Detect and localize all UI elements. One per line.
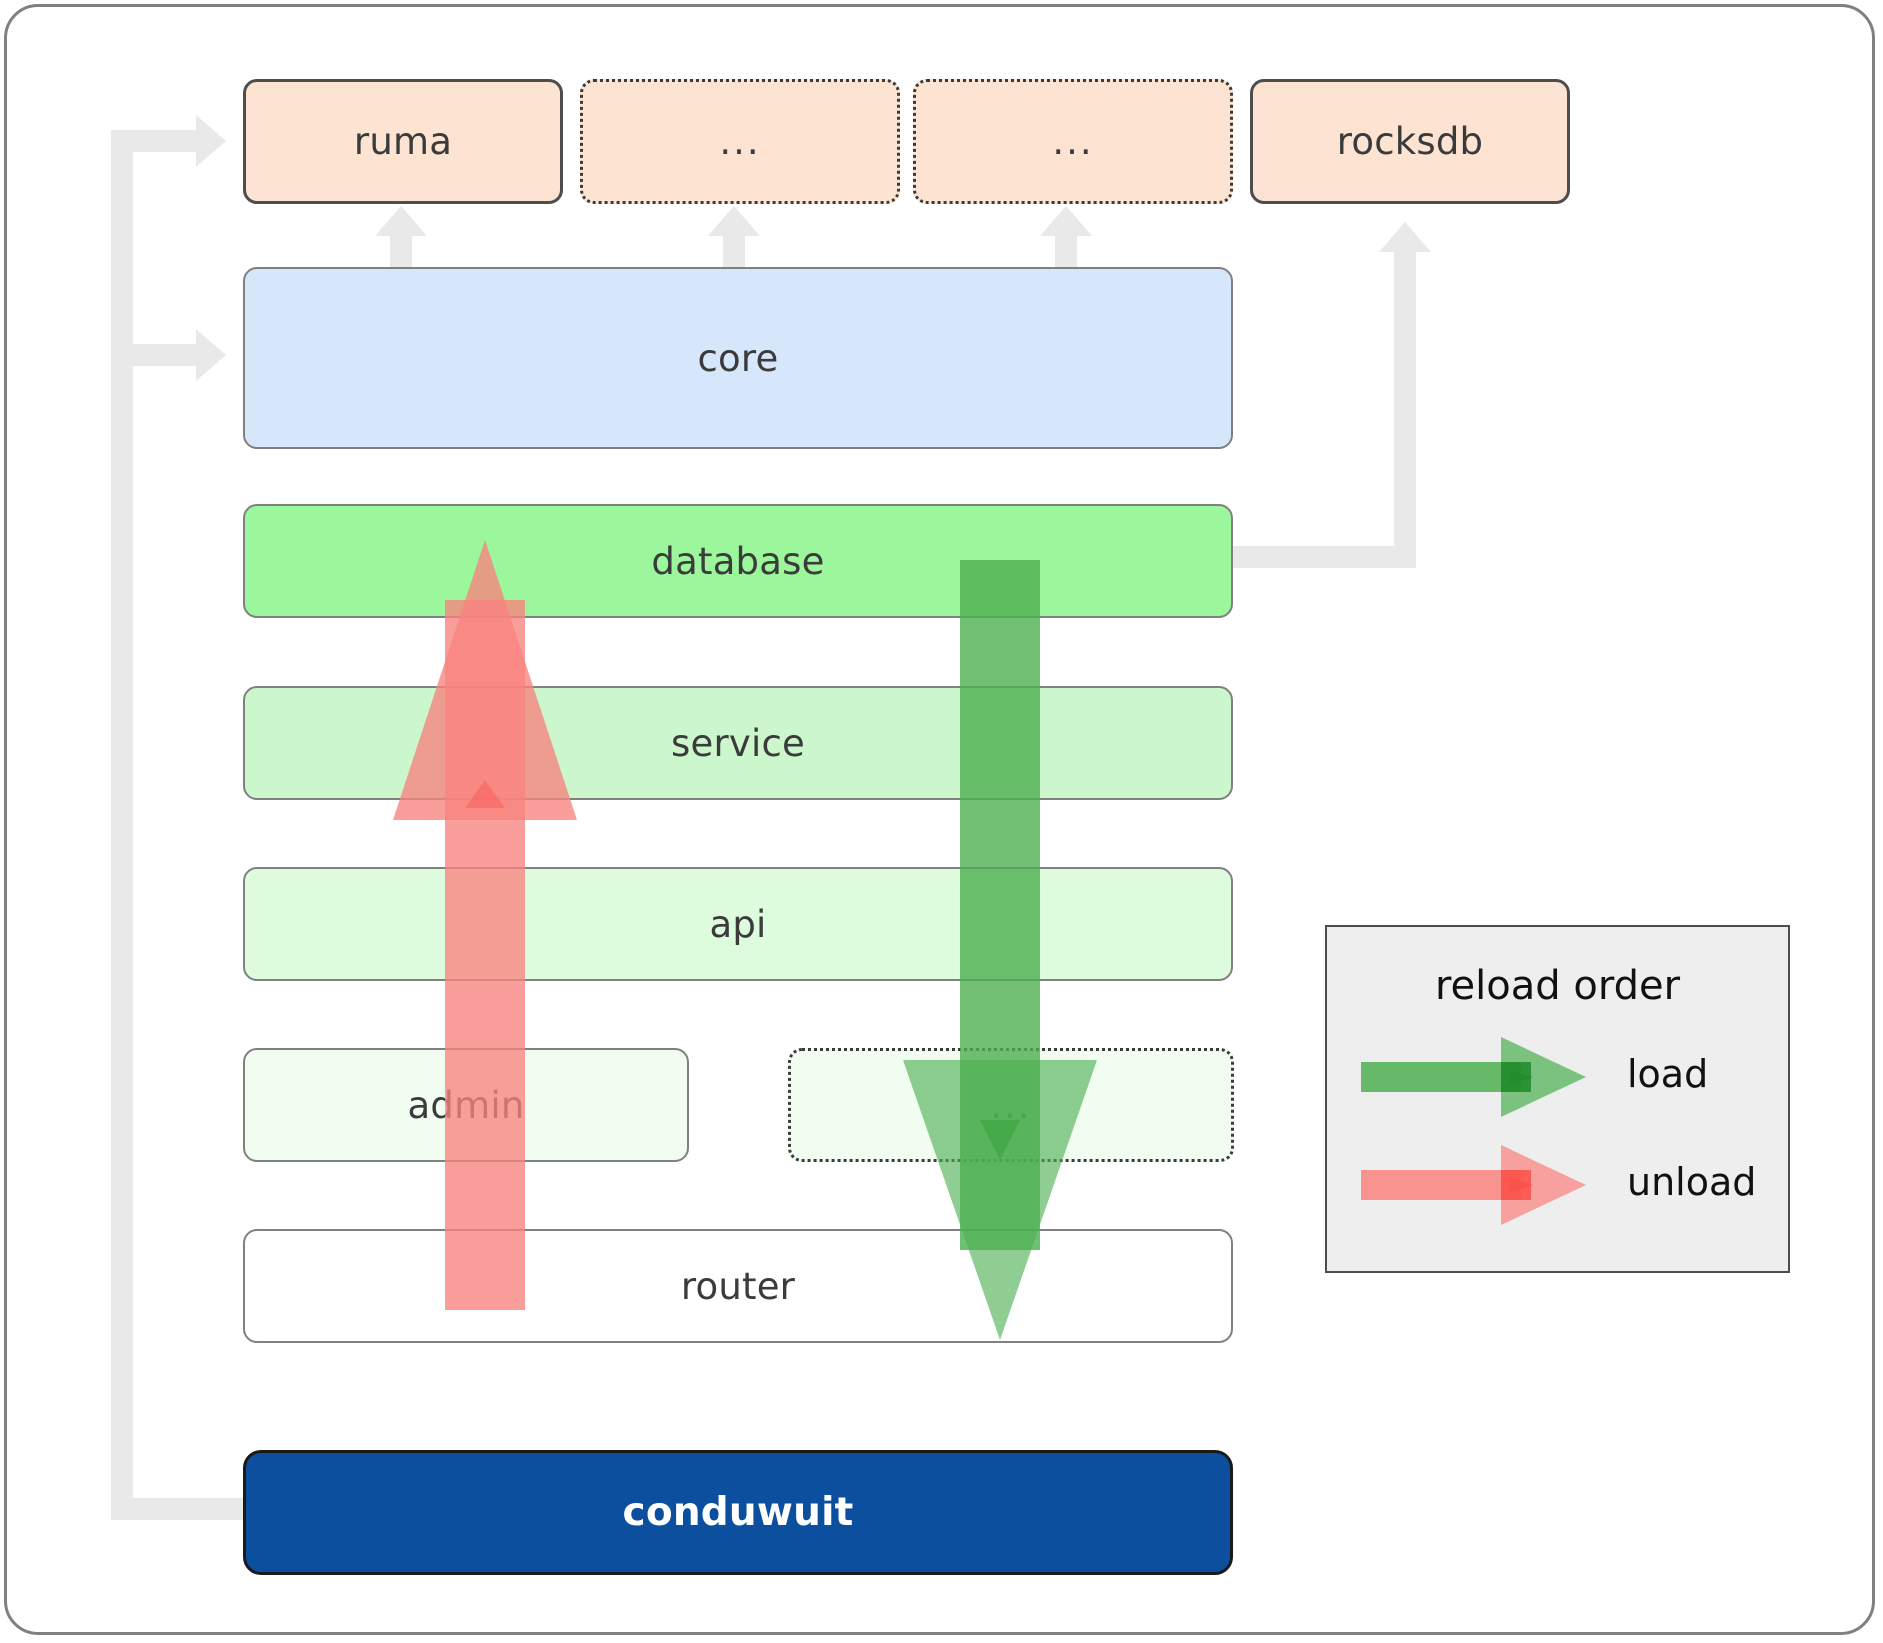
- node-api[interactable]: api: [243, 867, 1233, 981]
- connector-core-to-dots1-v: [723, 232, 745, 272]
- node-rocksdb[interactable]: rocksdb: [1250, 79, 1570, 204]
- legend-arrow-unload: [1361, 1145, 1586, 1225]
- connector-left-trunk: [111, 130, 133, 1520]
- node-database-label: database: [651, 539, 825, 583]
- legend-arrow-load: [1361, 1037, 1586, 1117]
- node-api-label: api: [709, 902, 767, 946]
- node-external-dots-1[interactable]: ...: [580, 79, 900, 204]
- flow-arrow-load: [895, 560, 1105, 1340]
- connector-core-to-ruma-arrow: [375, 206, 427, 236]
- connector-core-to-ruma-v: [390, 232, 412, 272]
- connector-to-core-line: [111, 344, 201, 366]
- node-router-label: router: [680, 1264, 796, 1308]
- legend-label-load: load: [1627, 1052, 1709, 1096]
- connector-core-to-dots2-arrow: [1040, 206, 1092, 236]
- node-conduwuit[interactable]: conduwuit: [243, 1450, 1233, 1575]
- legend-panel: reload order load unload: [1325, 925, 1790, 1273]
- connector-rocksdb-arrow: [1379, 222, 1431, 252]
- flow-arrow-unload: [385, 540, 585, 1310]
- legend-label-unload: unload: [1627, 1160, 1757, 1204]
- node-database[interactable]: database: [243, 504, 1233, 618]
- connector-core-to-dots2-v: [1055, 232, 1077, 272]
- node-core[interactable]: core: [243, 267, 1233, 449]
- node-service-label: service: [671, 721, 805, 765]
- node-external-dots-2-label: ...: [1052, 120, 1094, 163]
- connector-to-ruma-arrow: [196, 115, 226, 167]
- node-conduwuit-label: conduwuit: [622, 1490, 854, 1535]
- legend-title: reload order: [1434, 963, 1681, 1009]
- node-router[interactable]: router: [243, 1229, 1233, 1343]
- connector-database-to-rocksdb-v: [1394, 250, 1416, 568]
- connector-to-conduwuit: [111, 1498, 251, 1520]
- connector-to-ruma-line: [111, 130, 201, 152]
- node-external-dots-2[interactable]: ...: [913, 79, 1233, 204]
- node-ruma[interactable]: ruma: [243, 79, 563, 204]
- node-rocksdb-label: rocksdb: [1336, 120, 1484, 163]
- node-core-label: core: [697, 336, 779, 380]
- connector-core-to-dots1-arrow: [708, 206, 760, 236]
- node-ruma-label: ruma: [353, 120, 453, 163]
- connector-to-core-arrow: [196, 329, 226, 381]
- connector-database-to-rocksdb-h: [1216, 546, 1416, 568]
- node-external-dots-1-label: ...: [719, 120, 761, 163]
